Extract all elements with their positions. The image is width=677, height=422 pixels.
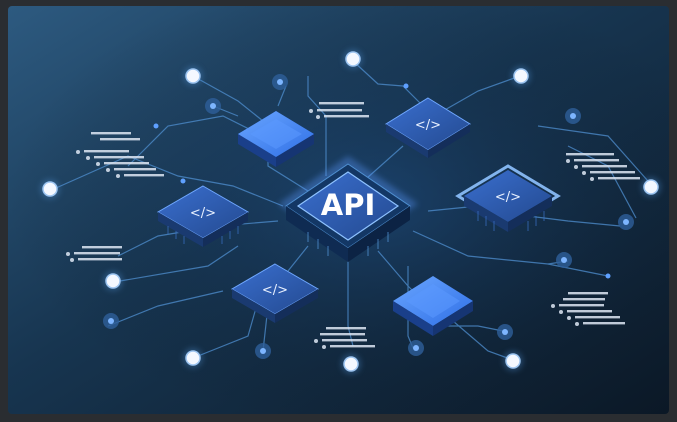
text-block-2 — [91, 132, 140, 141]
code-glyph: </> — [262, 283, 288, 298]
api-central-chip: API — [278, 156, 418, 262]
api-network-svg: </> </> </> </> — [8, 6, 669, 414]
text-block-3 — [309, 102, 369, 119]
endpoint-nodes — [40, 49, 661, 374]
api-network-illustration: </> </> </> </> — [8, 6, 669, 414]
text-block-7 — [314, 327, 375, 349]
chip-code-top-right: </> — [385, 97, 471, 158]
text-line-decorations — [66, 102, 640, 349]
chip-bright-top — [238, 111, 314, 167]
api-label: API — [321, 188, 376, 222]
chip-code-left: </> — [157, 185, 249, 247]
chip-bright-bottom — [393, 276, 473, 336]
chip-code-right-highlight: </> — [455, 164, 561, 232]
code-glyph: </> — [190, 206, 216, 221]
text-block-6 — [551, 292, 625, 326]
text-block-4 — [566, 153, 640, 181]
code-glyph: </> — [495, 190, 521, 205]
chip-code-bottom-left: </> — [231, 263, 319, 323]
text-block-1 — [76, 150, 164, 178]
code-glyph: </> — [415, 118, 441, 133]
halo-dots — [103, 74, 634, 359]
text-block-5 — [66, 246, 122, 262]
